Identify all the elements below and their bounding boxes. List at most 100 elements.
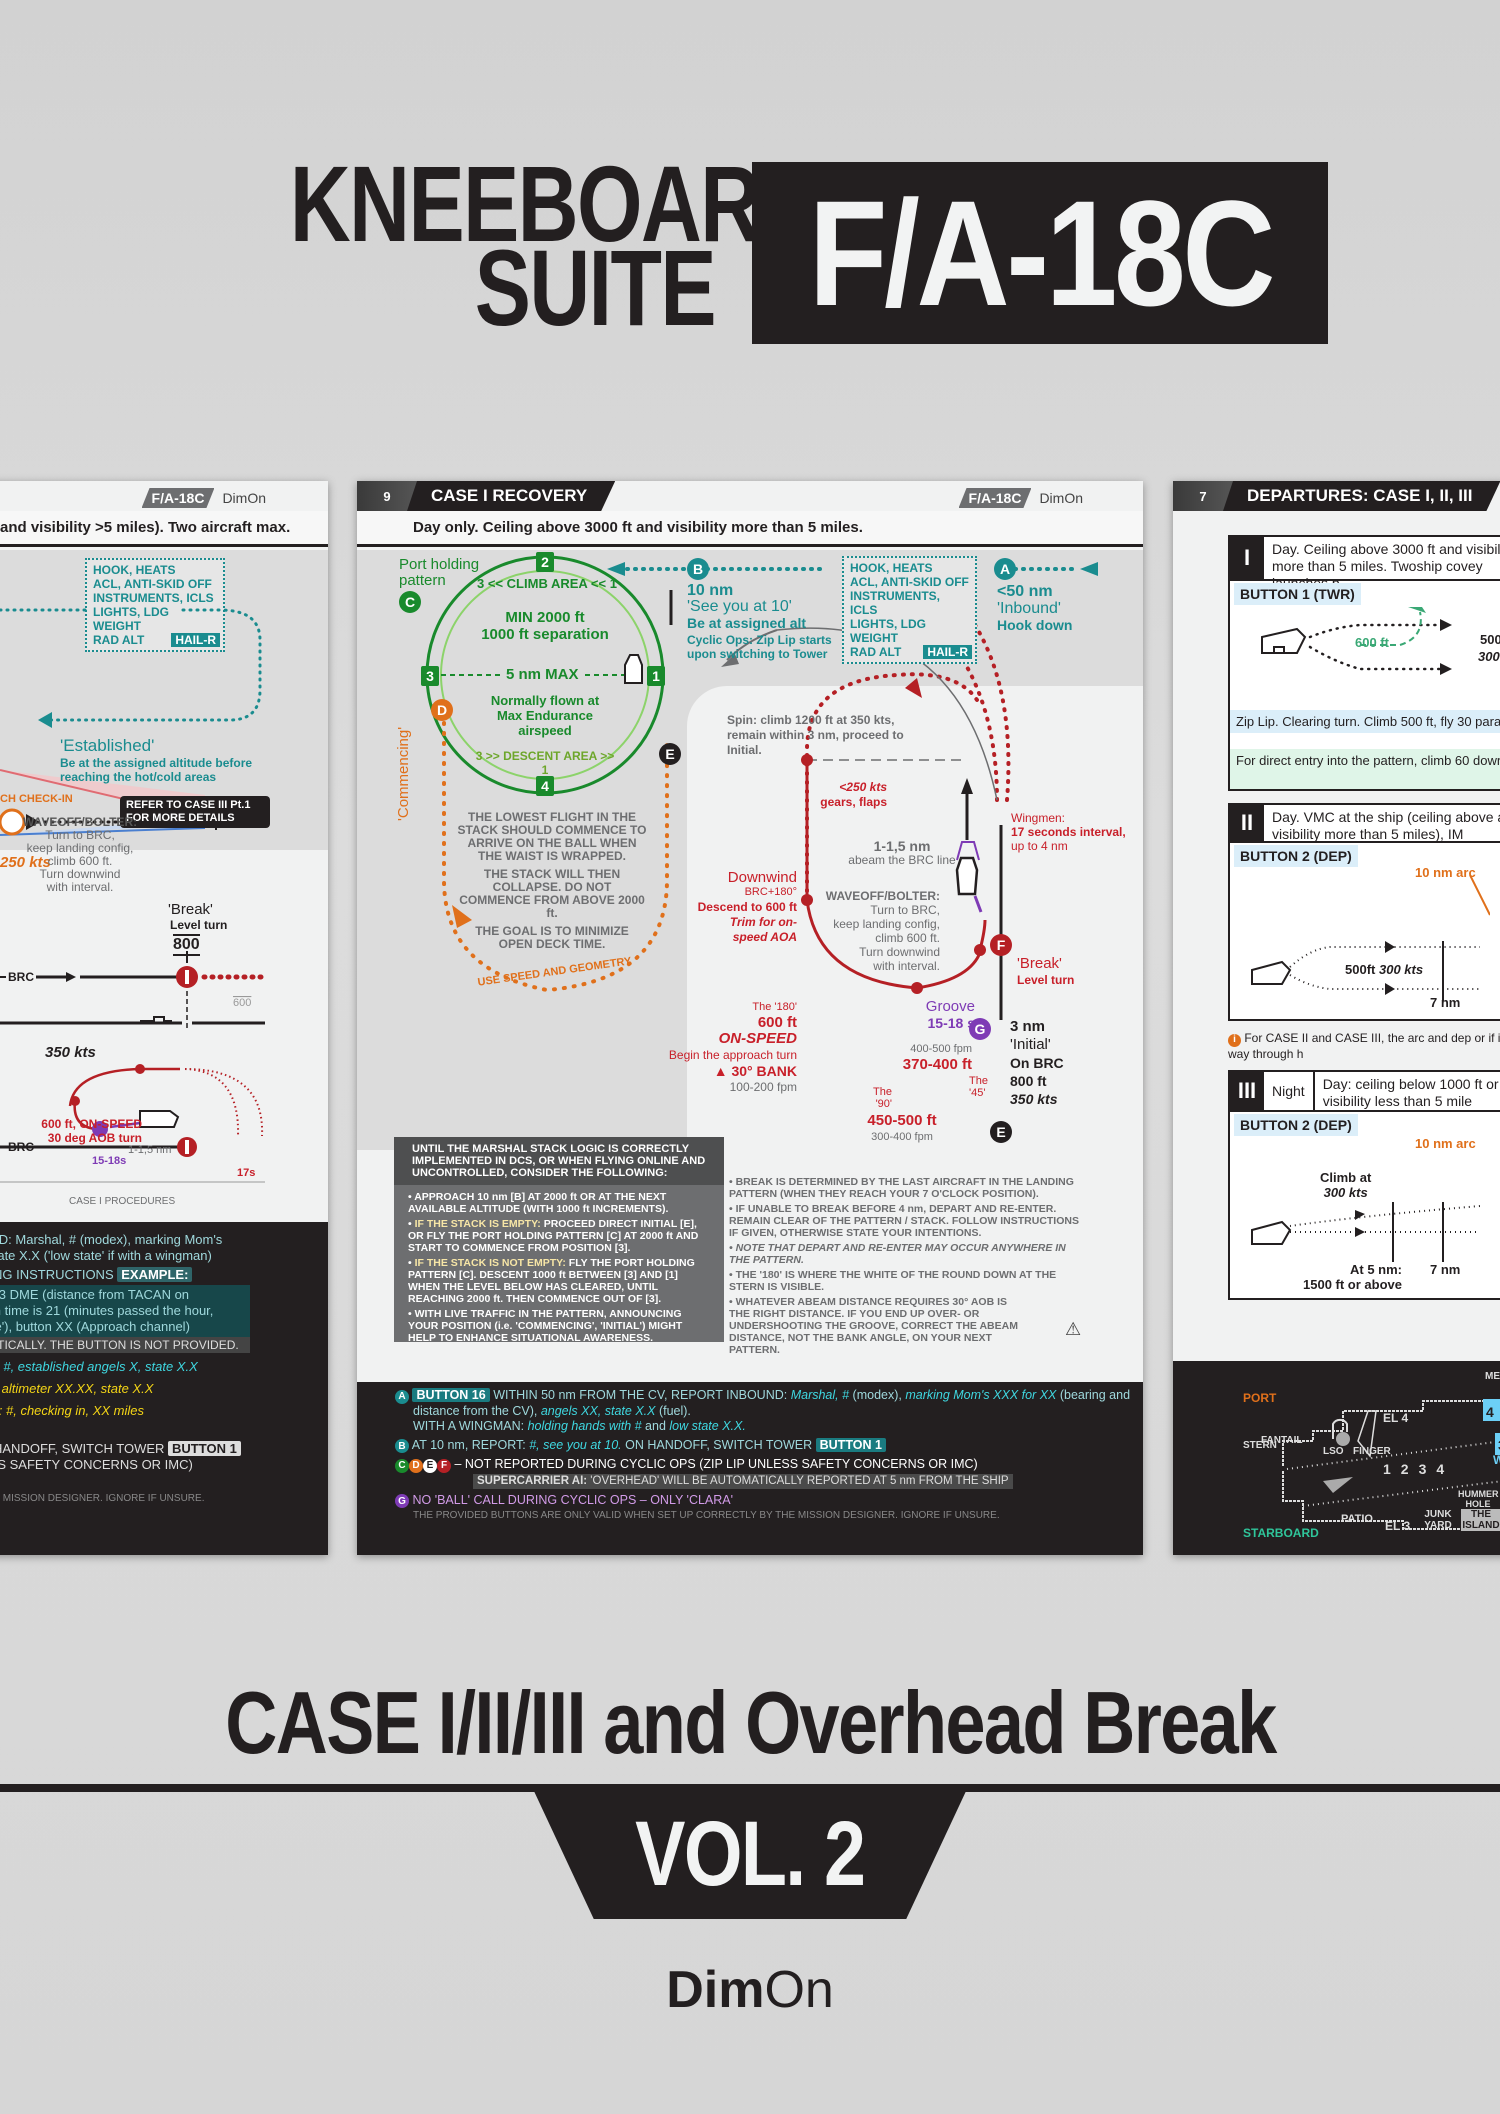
min-alt-block: MIN 2000 ft 1000 ft separation [475, 609, 615, 643]
footer-text: AT 10 nm, REPORT: [411, 1437, 530, 1452]
footer-text: (modex), [849, 1388, 906, 1402]
starboard-label: STARBOARD [1243, 1526, 1319, 1540]
page-title-tab: 9 CASE I RECOVERY [357, 481, 615, 511]
wingmen-label: Wingmen: [1011, 811, 1066, 825]
footer-line: MATICALLY. THE BUTTON IS NOT PROVIDED. [0, 1337, 250, 1353]
aircraft-badge: F/A-18C [752, 162, 1328, 344]
author-light: On [764, 1961, 834, 2019]
marshal-box-heading: UNTIL THE MARSHAL STACK LOGIC IS CORRECT… [394, 1137, 724, 1185]
alt-370: 370-400 ft [902, 1056, 972, 1073]
climb-area-label: 3 << CLIMB AREA << 1 [477, 576, 617, 591]
established-label: 'Established' [60, 736, 155, 755]
interval-label: 17s [237, 1167, 256, 1179]
footer-line: ESS SAFETY CONCERNS OR IMC) [0, 1457, 193, 1472]
footer-line: ng, altimeter XX.XX, state X.X [0, 1381, 154, 1396]
speed-300: 300 kts [1378, 962, 1424, 977]
case-description: Day. VMC at the ship (ceiling above and … [1272, 809, 1500, 842]
waveoff-title: WAVEOFF/BOLTER: [825, 889, 940, 903]
title-line-1: KNEEBOARD [289, 143, 820, 264]
page-title: CASE I RECOVERY [431, 486, 588, 505]
brand-tag: F/A-18C [142, 488, 215, 508]
pattern-note: THE '180' IS WHERE THE WHITE OF THE ROUN… [729, 1269, 1057, 1293]
waveoff-line: Turn downwind [39, 867, 121, 881]
page-header: F/A-18C DimOn [0, 481, 328, 511]
groove-time: 15-18 s [927, 1015, 975, 1031]
initial-speed: 350 kts [1010, 1091, 1058, 1107]
info-icon: i [1228, 1033, 1241, 1047]
cover-subtitle: CASE I/II/III and Overhead Break [0, 1672, 1500, 1774]
aob-label: 30 deg AOB turn [47, 1131, 142, 1145]
example-tag: EXAMPLE: [117, 1267, 193, 1282]
carrier-deck-map: PORT STARBOARD STERN FANTAIL LSO FINGER … [1173, 1361, 1500, 1555]
page-departures-preview: 7 DEPARTURES: CASE I, II, III I Day. Cei… [1173, 481, 1500, 1555]
case-ii-box: II Day. VMC at the ship (ceiling above a… [1228, 803, 1500, 1021]
marker-f: F [990, 934, 1012, 956]
suite-title: KNEEBOARD SUITE [289, 143, 820, 342]
case-iii-box: III Night Day: ceiling below 1000 ft or … [1228, 1070, 1500, 1300]
footer-text: NO 'BALL' CALL DURING CYCLIC OPS – ONLY … [412, 1492, 734, 1507]
case-ii-header: II Day. VMC at the ship (ceiling above a… [1230, 805, 1500, 843]
port-label: PORT [1243, 1391, 1277, 1405]
downwind-label: Downwind [727, 869, 797, 886]
case-ii-departure-diagram [1251, 875, 1490, 1001]
marshal-item: APPROACH 10 nm [B] AT 2000 ft OR AT THE … [408, 1191, 669, 1215]
marker-a: A [994, 558, 1016, 580]
supercarrier-text: 'OVERHEAD' WILL BE AUTOMATICALLY REPORTE… [587, 1474, 1009, 1487]
marker-e-initial: E [990, 1121, 1012, 1143]
checklist-item: LIGHTS, LDG WEIGHT [93, 605, 169, 633]
parking-spots: 1234 [1383, 1461, 1454, 1477]
radio-call-a: A BUTTON 16 WITHIN 50 nm FROM THE CV, RE… [395, 1388, 1143, 1419]
climb-label: Climb at [1320, 1170, 1372, 1185]
marker-d-small: D [409, 1458, 423, 1473]
page-subline: Day only. Ceiling above 3000 ft and visi… [357, 511, 1143, 547]
page-number: 7 [1173, 481, 1233, 511]
checklist-item: ACL, ANTI-SKID OFF [93, 577, 212, 591]
brand: F/A-18C DimOn [142, 488, 266, 508]
holding-position-1: 1 [647, 666, 665, 686]
footer-text: WITH A WINGMAN: [413, 1418, 528, 1433]
footer-highlight: holding hands with # [527, 1418, 642, 1433]
author-bold: Dim [666, 1961, 765, 2019]
button-1-tag: BUTTON 1 [815, 1437, 886, 1452]
svg-text:BRC: BRC [8, 1140, 34, 1154]
waveoff-line: Turn to BRC, [45, 828, 115, 842]
footer-highlight: angels XX, state X.X [540, 1403, 656, 1418]
marker-f-small: F [437, 1458, 451, 1473]
waveoff-line: climb 600 ft. [47, 854, 113, 868]
svg-text:BRC: BRC [8, 970, 34, 984]
break-label: 'Break' [1017, 955, 1062, 972]
wingmen-interval: 17 seconds interval, [1011, 825, 1126, 839]
point-a-distance: <50 nm [997, 583, 1053, 600]
checklist-item: RAD ALT [93, 633, 145, 647]
the-90-block: 450-500 ft 300-400 fpm [847, 1113, 957, 1145]
point-b-cyclic-note: Cyclic Ops: Zip Lip starts upon switchin… [687, 633, 832, 661]
waveoff-line: keep landing config, [26, 841, 134, 855]
speed-350: 350 kts [45, 1044, 96, 1061]
page-title-tab: 7 DEPARTURES: CASE I, II, III [1173, 481, 1500, 511]
waist-label: W [1493, 1453, 1500, 1467]
checklist-item: ACL, ANTI-SKID OFF [850, 575, 969, 589]
mea-label: MEA [1485, 1371, 1500, 1382]
case-iii-departure-diagram [1251, 1202, 1481, 1262]
speed-label: 250 kts [0, 854, 51, 871]
pattern-notes: • BREAK IS DETERMINED BY THE LAST AIRCRA… [729, 1176, 1079, 1356]
holding-position-4: 4 [536, 776, 554, 796]
brand: F/A-18C DimOn [959, 488, 1083, 508]
page-number: 9 [357, 481, 417, 511]
footer-line: , state X.X ('low state' if with a wingm… [0, 1248, 212, 1263]
on-brc: On BRC [1010, 1055, 1064, 1071]
radio-button-label: BUTTON 2 (DEP) [1234, 1114, 1358, 1136]
waveoff-line: with interval. [873, 959, 940, 973]
downwind-block: Downwind BRC+180° Descend to 600 ft Trim… [697, 870, 797, 945]
arc-label: 10 nm arc [1415, 1136, 1476, 1151]
case-i-box: I Day. Ceiling above 3000 ft and visibil… [1228, 535, 1500, 791]
alt-800: 800 ft [1010, 1073, 1047, 1089]
patio-label: PATIO [1341, 1513, 1373, 1525]
waveoff-line: with interval. [46, 880, 114, 894]
button-16-tag: BUTTON 16 [412, 1388, 490, 1402]
alt-600: 600 ft [757, 1014, 797, 1031]
point-b-distance: 10 nm [687, 582, 734, 599]
marshal-stack-box: UNTIL THE MARSHAL STACK LOGIC IS CORRECT… [394, 1137, 724, 1344]
gears-flaps: gears, flaps [820, 795, 887, 809]
marshal-item: PROCEED DIRECT INITIAL [E], OR FLY THE P… [408, 1218, 699, 1254]
